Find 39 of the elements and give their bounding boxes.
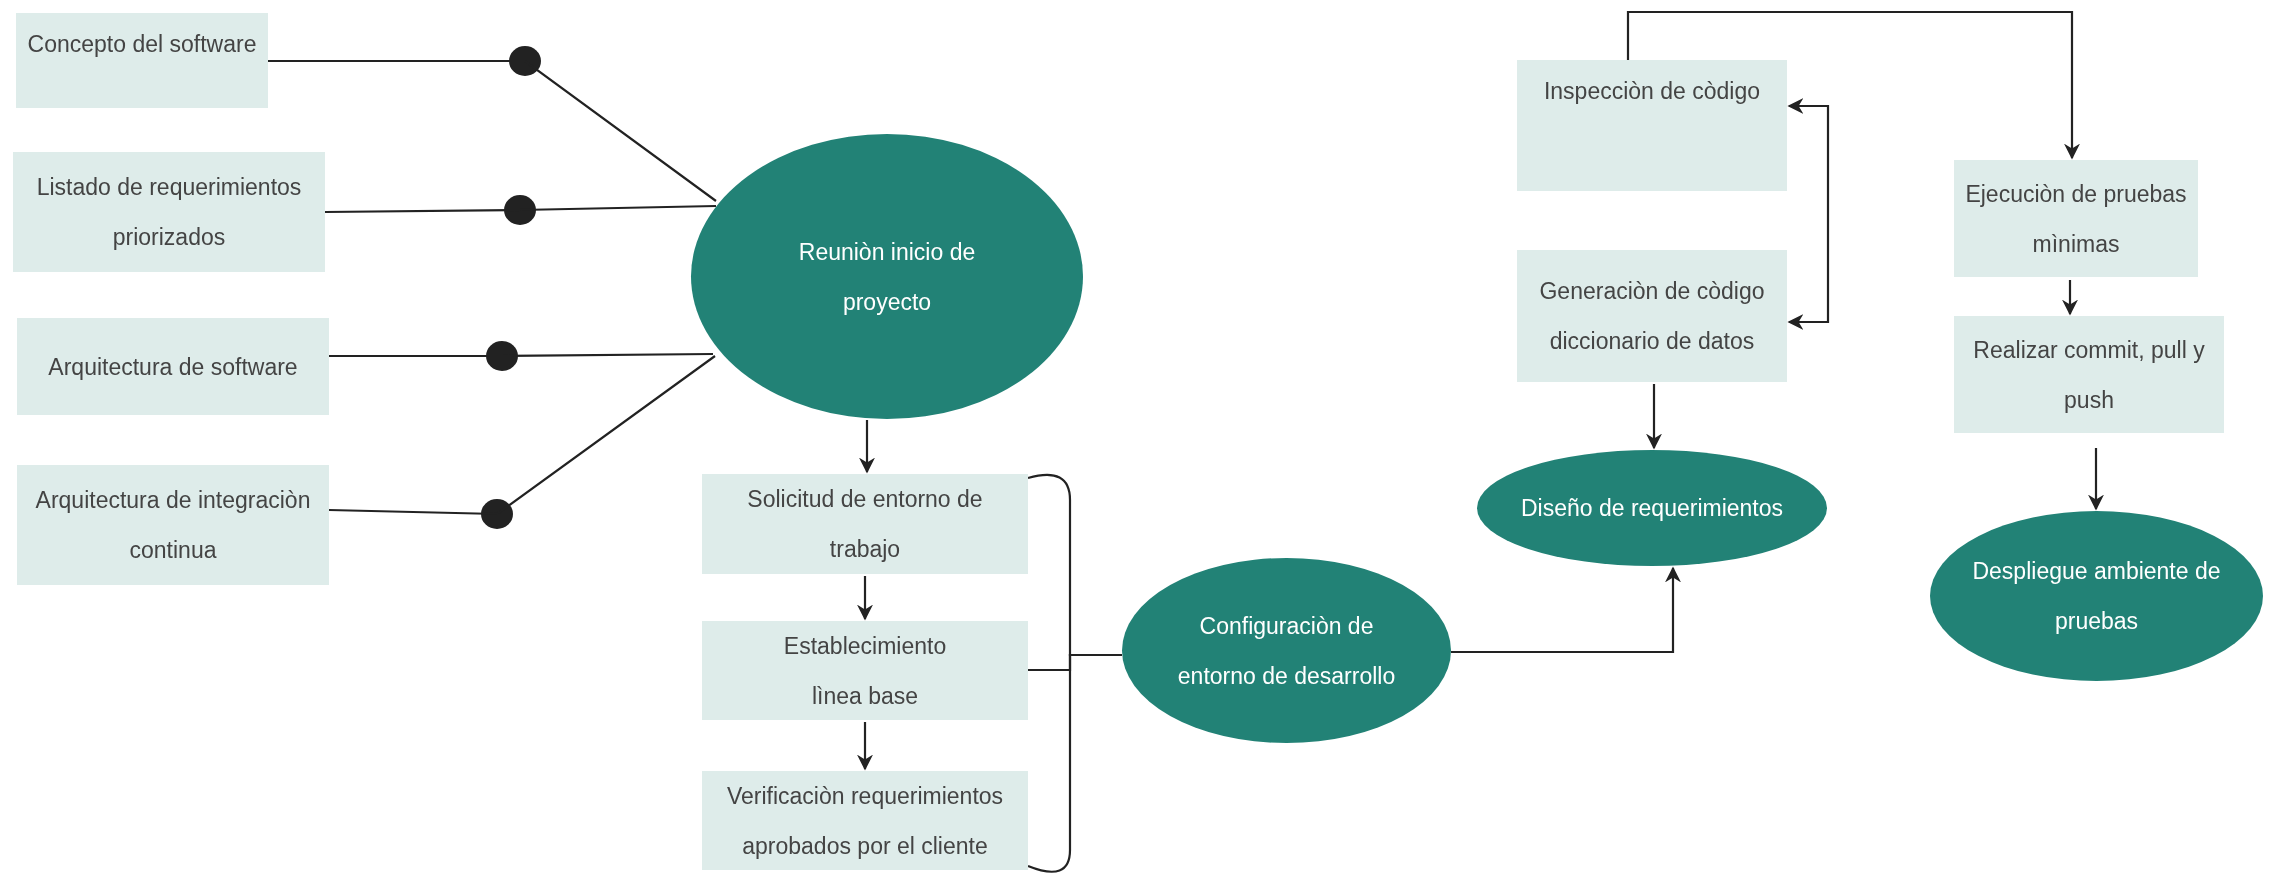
node-label: Despliegue ambiente de pruebas <box>1971 557 2222 636</box>
connector-line <box>325 204 717 214</box>
arrow <box>857 576 873 621</box>
process-box <box>17 318 329 415</box>
process-box <box>702 621 1028 720</box>
node-label: Establecimiento lìnea base <box>782 631 948 711</box>
node-label: Generaciòn de còdigo diccionario de datos <box>1538 277 1766 356</box>
node-label: Arquitectura de integraciòn continua <box>34 486 312 565</box>
process-box <box>17 465 329 585</box>
node-label: Ejecuciòn de pruebas mìnimas <box>1964 179 2188 259</box>
process-box <box>702 771 1028 870</box>
connector-line <box>268 59 717 202</box>
arrow <box>2062 280 2078 316</box>
node-label: Solicitud de entorno de trabajo <box>746 485 984 564</box>
process-box <box>16 13 268 108</box>
process-box <box>1517 60 1787 191</box>
process-box <box>1954 160 2198 277</box>
process-box <box>13 152 325 272</box>
node-label: Configuraciòn de entorno de desarrollo <box>1176 611 1397 691</box>
connector-line <box>328 355 716 516</box>
arrow <box>2088 448 2104 511</box>
arrow <box>1646 384 1662 450</box>
process-box <box>1517 250 1787 382</box>
arrow <box>859 420 875 474</box>
node-label: Listado de requerimientos priorizados <box>35 173 303 252</box>
node-label: Reuniòn inicio de proyecto <box>797 237 977 317</box>
double-arrow <box>1787 98 1830 330</box>
node-label: Arquitectura de software <box>48 352 298 382</box>
connector-line <box>329 352 713 358</box>
process-box <box>1954 316 2224 433</box>
process-box <box>702 474 1028 574</box>
node-label: Concepto del software <box>27 30 257 59</box>
arrow <box>857 722 873 771</box>
node-label: Diseño de requerimientos <box>1520 494 1784 523</box>
connector-line <box>1027 653 1122 873</box>
node-label: Realizar commit, pull y push <box>1972 335 2206 415</box>
arrow <box>1626 10 2080 160</box>
node-label: Verificaciòn requerimientos aprobados por el cliente <box>725 781 1005 861</box>
node-label: Inspecciòn de còdigo <box>1543 77 1761 106</box>
